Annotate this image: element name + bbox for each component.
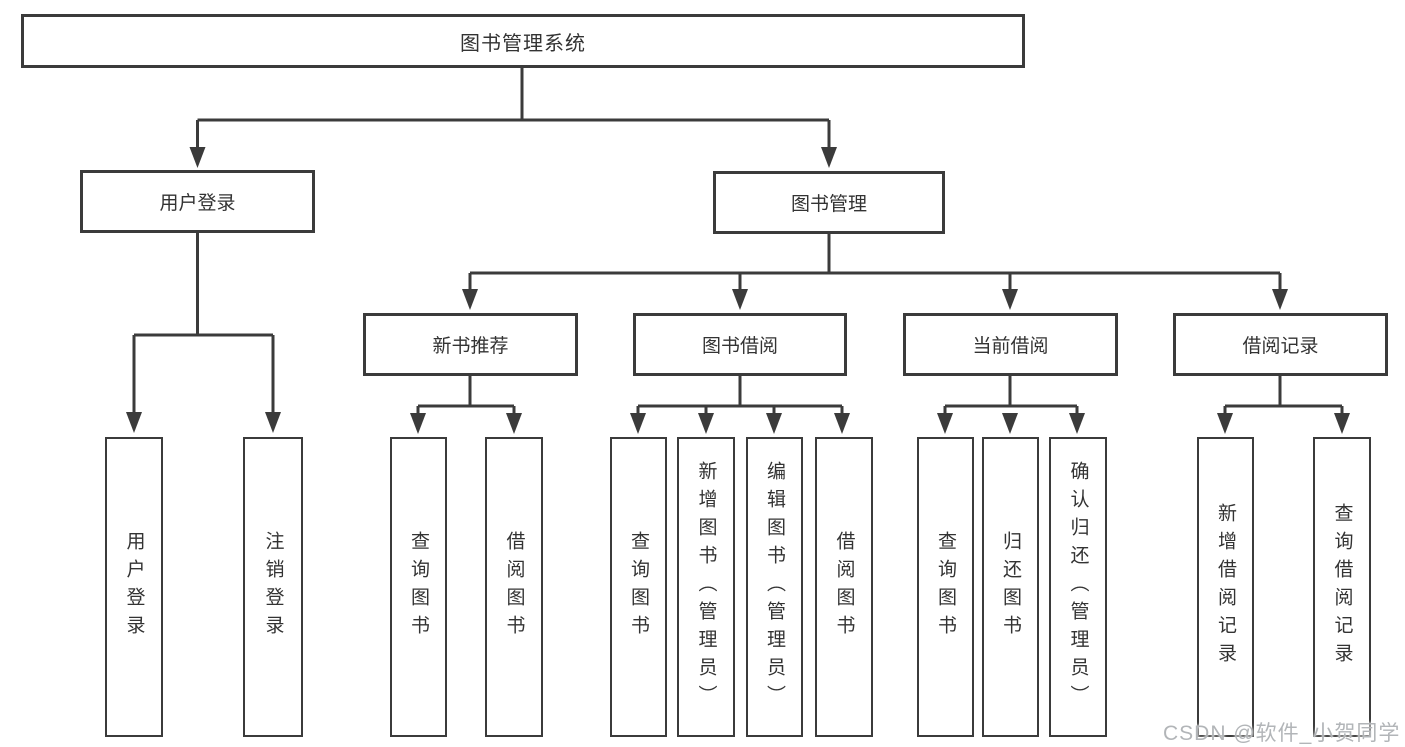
- node-label: 借阅图书: [833, 531, 855, 643]
- arrowhead: [766, 413, 782, 434]
- arrowhead: [834, 413, 850, 434]
- leaf-add-borrow-record: 新增借阅记录: [1197, 437, 1254, 737]
- arrowhead: [1002, 289, 1018, 310]
- leaf-return-books: 归还图书: [982, 437, 1039, 737]
- node-label: 当前借阅: [972, 336, 1049, 357]
- node-label: 查询借阅记录: [1331, 503, 1353, 671]
- leaf-user-login: 用户登录: [105, 437, 163, 737]
- arrowhead: [698, 413, 714, 434]
- node-book-management: 图书管理: [713, 171, 945, 234]
- csdn-watermark: CSDN @软件_小贺同学: [1163, 722, 1401, 745]
- arrowheads: [126, 147, 1350, 434]
- connector-path: [132, 68, 1344, 415]
- node-label: 查询图书: [935, 531, 956, 643]
- leaf-query-borrow-record: 查询借阅记录: [1313, 437, 1371, 737]
- node-label: 新书推荐: [432, 336, 509, 357]
- node-label: 图书管理系统: [460, 32, 586, 55]
- arrowhead: [821, 147, 837, 168]
- node-book-borrow: 图书借阅: [633, 313, 847, 376]
- node-label: 注销登录: [262, 531, 284, 643]
- leaf-query-books: 查询图书: [917, 437, 974, 737]
- leaf-borrow-books: 借阅图书: [815, 437, 873, 737]
- node-label: 图书管理: [790, 194, 867, 215]
- node-label: 用户登录: [159, 193, 236, 214]
- arrowhead: [1334, 413, 1350, 434]
- node-label: 查询图书: [628, 531, 649, 643]
- arrowhead: [506, 413, 522, 434]
- node-label: 借阅图书: [503, 531, 525, 643]
- arrowhead: [630, 413, 646, 434]
- leaf-query-books: 查询图书: [610, 437, 667, 737]
- arrowhead: [462, 289, 478, 310]
- leaf-confirm-return-admin: 确认归还（管理员）: [1049, 437, 1107, 737]
- node-label: 归还图书: [1000, 531, 1021, 643]
- arrowhead: [1217, 413, 1233, 434]
- node-borrow-records: 借阅记录: [1173, 313, 1388, 376]
- node-label: 借阅记录: [1242, 336, 1319, 357]
- arrowhead: [1002, 413, 1018, 434]
- leaf-edit-books-admin: 编辑图书（管理员）: [746, 437, 803, 737]
- leaf-add-books-admin: 新增图书（管理员）: [677, 437, 735, 737]
- node-library-system: 图书管理系统: [21, 14, 1025, 68]
- arrowhead: [732, 289, 748, 310]
- node-label: 编辑图书（管理员）: [764, 461, 785, 713]
- node-label: 用户登录: [123, 531, 145, 643]
- arrowhead: [265, 412, 281, 433]
- node-new-book-recommend: 新书推荐: [363, 313, 578, 376]
- arrowhead: [1272, 289, 1288, 310]
- leaf-query-books: 查询图书: [390, 437, 447, 737]
- node-label: 确认归还（管理员）: [1067, 461, 1089, 713]
- node-label: 查询图书: [408, 531, 429, 643]
- leaf-logout: 注销登录: [243, 437, 303, 737]
- leaf-borrow-books: 借阅图书: [485, 437, 543, 737]
- arrowhead: [410, 413, 426, 434]
- arrowhead: [189, 147, 206, 168]
- node-label: 新增借阅记录: [1215, 503, 1236, 671]
- node-user-login: 用户登录: [80, 170, 315, 233]
- arrowhead: [1069, 413, 1085, 434]
- node-current-borrow: 当前借阅: [903, 313, 1118, 376]
- arrowhead: [937, 413, 953, 434]
- arrowhead: [126, 412, 142, 433]
- node-label: 新增图书（管理员）: [695, 461, 717, 713]
- node-label: 图书借阅: [701, 336, 778, 357]
